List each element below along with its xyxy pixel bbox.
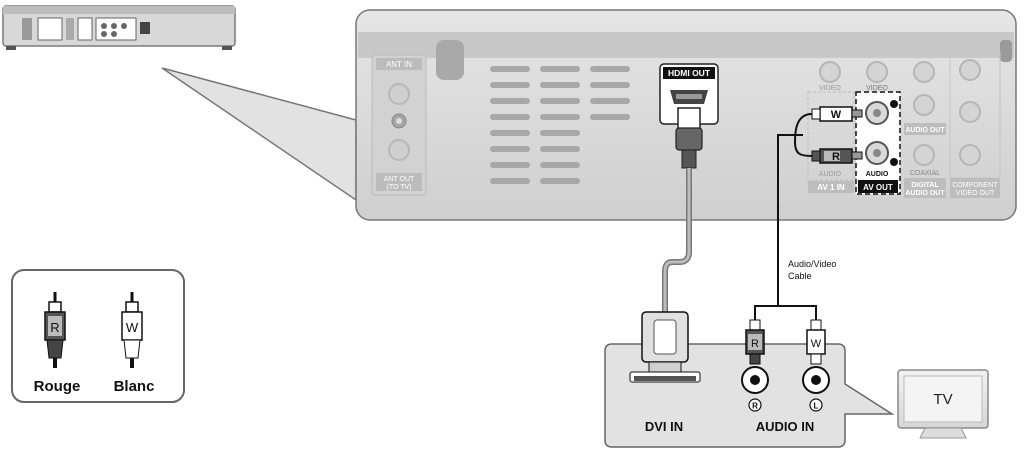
av-cable-split bbox=[754, 305, 817, 318]
av1-video-jack bbox=[819, 61, 841, 83]
hdmi-out-port: HDMI OUT bbox=[659, 63, 719, 125]
dvi-in-label: DVI IN bbox=[645, 419, 683, 434]
red-plug-letter-top: R bbox=[832, 151, 840, 163]
component-label: COMPONENT bbox=[952, 182, 998, 189]
white-plug-letter-top: W bbox=[831, 109, 842, 121]
callout-wedge bbox=[161, 67, 357, 202]
tv-red-plug-letter: R bbox=[751, 338, 759, 350]
audio-in-label: AUDIO IN bbox=[756, 419, 815, 434]
hdmi-out-label: HDMI OUT bbox=[668, 68, 711, 78]
cable-label-line-1: Audio/Video bbox=[788, 259, 836, 269]
tv-white-plug-letter: W bbox=[811, 338, 822, 350]
component-pb-jack bbox=[959, 101, 981, 123]
ant-out-sub-label: (TO TV) bbox=[386, 184, 411, 191]
video-label-1: VIDEO bbox=[819, 85, 841, 92]
digital-audio-label: DIGITAL bbox=[911, 182, 939, 189]
av-jack-section: VIDEO AUDIO AV 1 IN VIDEO AUDIO AV OUT A… bbox=[807, 51, 1001, 198]
av-plugs-at-player: W R bbox=[777, 106, 863, 306]
cable-label-line-2: Cable bbox=[788, 271, 812, 281]
digital-audio-sub-label: AUDIO OUT bbox=[905, 190, 945, 197]
antenna-block: ANT IN ANT OUT (TO TV) bbox=[371, 54, 427, 196]
ant-out-label: ANT OUT bbox=[384, 176, 415, 183]
ant-in-jack bbox=[388, 83, 410, 105]
audio-label-2: AUDIO bbox=[866, 171, 889, 178]
ventilation-slots bbox=[490, 66, 630, 184]
dvi-plug bbox=[629, 311, 701, 383]
audio-out-label: AUDIO OUT bbox=[905, 127, 945, 134]
video-label-2: VIDEO bbox=[866, 85, 888, 92]
component-y-jack bbox=[959, 59, 981, 81]
plug-color-legend: R Rouge W Blanc bbox=[11, 269, 185, 403]
legend-red-name: Rouge bbox=[34, 378, 81, 395]
audio-label-1: AUDIO bbox=[819, 171, 842, 178]
av-out-label: AV OUT bbox=[863, 183, 893, 192]
dvd-player-thumbnail bbox=[2, 5, 236, 50]
tv-audio-l-letter: L bbox=[814, 402, 819, 411]
hdmi-cable-plug bbox=[675, 107, 703, 169]
legend-white-name: Blanc bbox=[114, 378, 155, 395]
ant-out-jack bbox=[388, 139, 410, 161]
tv-label: TV bbox=[933, 391, 952, 408]
tv-icon: TV bbox=[897, 369, 989, 439]
legend-red-letter: R bbox=[50, 320, 59, 335]
ant-in-label: ANT IN bbox=[386, 60, 412, 69]
tv-white-plug: W L bbox=[802, 306, 830, 412]
audio-out-right-jack bbox=[913, 94, 935, 116]
audio-out-left-jack bbox=[913, 61, 935, 83]
av1-in-label: AV 1 IN bbox=[817, 183, 845, 192]
component-pr-jack bbox=[959, 144, 981, 166]
av-out-video-top-jack bbox=[866, 61, 888, 83]
component-sub-label: VIDEO OUT bbox=[956, 190, 995, 197]
tv-red-plug: R R bbox=[741, 306, 769, 412]
coaxial-label: COAXIAL bbox=[910, 170, 940, 177]
legend-white-letter: W bbox=[126, 320, 139, 335]
tv-audio-r-letter: R bbox=[752, 402, 758, 411]
coaxial-jack bbox=[913, 144, 935, 166]
